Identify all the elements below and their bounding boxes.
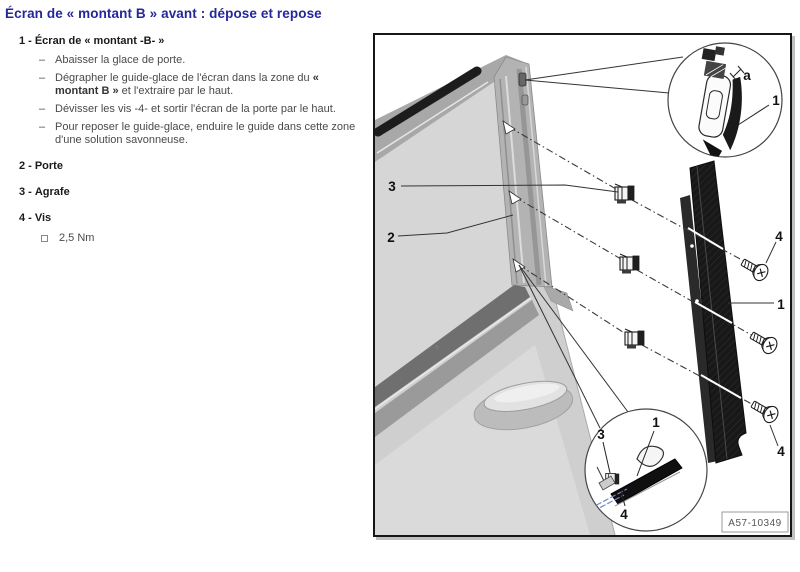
- callout-1-label: 1: [652, 415, 660, 430]
- step-text: Dévisser les vis -4- et sortir l'écran d…: [55, 103, 336, 115]
- callout-4-label: 4: [775, 229, 783, 244]
- legend-item-number: 2 -: [19, 160, 32, 172]
- legend-item-label: Porte: [34, 160, 63, 172]
- legend-item-2: 2 -Porte: [19, 160, 357, 173]
- callout-4-label: 4: [620, 507, 628, 522]
- exploded-view-illustration: a 1: [375, 42, 789, 535]
- step-text: Abaisser la glace de porte.: [55, 54, 186, 66]
- legend-item-label: Vis: [34, 212, 52, 224]
- square-bullet-icon: [41, 235, 48, 242]
- step-text: Pour reposer le guide-glace, enduire le …: [55, 121, 356, 146]
- door-handle: [473, 380, 574, 431]
- legend-item-heading: 2 -Porte: [19, 160, 357, 173]
- legend-item-heading: 1 -Écran de « montant -B- »: [19, 35, 357, 48]
- figure-ref-label: A57-10349: [728, 518, 781, 529]
- instruction-step: – Pour reposer le guide-glace, enduire l…: [39, 121, 357, 147]
- instruction-panel: Écran de « montant B » avant : dépose et…: [5, 6, 357, 256]
- clip-icon: [619, 253, 640, 275]
- door-seal-strip: [375, 66, 482, 137]
- figure-ref-box: A57-10349: [721, 511, 789, 533]
- callout-a-label: a: [743, 68, 751, 83]
- callout-3-label: 3: [388, 179, 396, 194]
- dash-bullet: –: [39, 72, 46, 84]
- dash-bullet: –: [39, 103, 46, 115]
- legend-item-number: 1 -: [19, 35, 32, 47]
- assembly-axis-lines: [508, 126, 764, 411]
- legend-item-3: 3 -Agrafe: [19, 186, 357, 199]
- axis-strip-crossings: [687, 227, 742, 399]
- legend-item-4: 4 -Vis 2,5 Nm: [19, 212, 357, 245]
- detail-inset-top: a 1: [667, 42, 783, 158]
- screw-icon: [737, 254, 772, 284]
- legend-item-1: 1 -Écran de « montant -B- » – Abaisser l…: [19, 35, 357, 147]
- callout-leader-lines: [397, 56, 779, 447]
- legend-item-heading: 3 -Agrafe: [19, 186, 357, 199]
- step-text: Dégrapher le guide-glace de l'écran dans…: [55, 72, 313, 84]
- detail-inset-bottom: 3 1 4: [584, 408, 708, 532]
- guide-direction-lines: [585, 488, 628, 516]
- step-list: – Abaisser la glace de porte. – Dégraphe…: [19, 54, 357, 147]
- instruction-step: – Dévisser les vis -4- et sortir l'écran…: [39, 103, 357, 116]
- legend-item-heading: 4 -Vis: [19, 212, 357, 225]
- legend-list: 1 -Écran de « montant -B- » – Abaisser l…: [5, 35, 357, 245]
- technical-diagram: a 1: [373, 33, 792, 537]
- callout-1-label: 1: [772, 93, 780, 108]
- legend-item-label: Écran de « montant -B- »: [34, 35, 165, 47]
- dash-bullet: –: [39, 54, 46, 66]
- door-illustration: [375, 55, 616, 535]
- legend-item-number: 3 -: [19, 186, 32, 198]
- screw-icon: [746, 327, 781, 357]
- callout-3-label: 3: [597, 427, 605, 442]
- page-title: Écran de « montant B » avant : dépose et…: [5, 6, 322, 21]
- legend-item-number: 4 -: [19, 212, 32, 224]
- clip-icon: [624, 328, 645, 350]
- dash-bullet: –: [39, 121, 46, 133]
- callout-1-label: 1: [777, 297, 785, 312]
- screw-icon: [747, 396, 782, 426]
- callout-2-label: 2: [387, 230, 395, 245]
- instruction-step: – Dégrapher le guide-glace de l'écran da…: [39, 72, 319, 97]
- clip-icon: [614, 183, 635, 205]
- legend-item-label: Agrafe: [34, 186, 70, 198]
- torque-spec: 2,5 Nm: [39, 232, 357, 245]
- callout-4-label: 4: [777, 444, 785, 459]
- torque-value: 2,5 Nm: [59, 232, 95, 244]
- instruction-step: – Abaisser la glace de porte.: [39, 54, 357, 67]
